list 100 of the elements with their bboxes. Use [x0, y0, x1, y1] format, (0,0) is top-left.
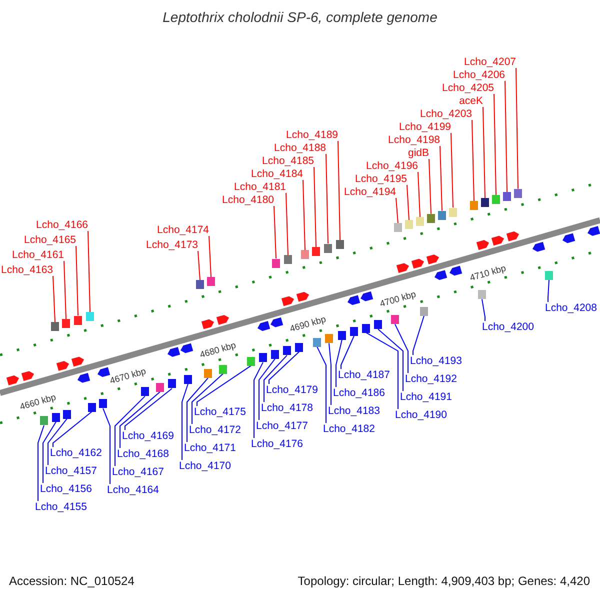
gene-box	[438, 210, 446, 220]
gene-label: Lcho_4165	[24, 234, 76, 246]
gene-box	[374, 320, 382, 330]
leader-line	[366, 332, 398, 410]
gene-label: Lcho_4170	[179, 460, 231, 472]
leader-line	[412, 315, 424, 356]
gene-label: Lcho_4182	[323, 423, 375, 435]
gene-box	[324, 244, 332, 253]
leader-line	[440, 146, 442, 212]
gene-label: Lcho_4172	[189, 424, 241, 436]
gene-label: Lcho_4176	[251, 438, 303, 450]
gene-box	[427, 214, 435, 223]
gene-box	[312, 246, 320, 256]
leader-line	[302, 180, 306, 251]
gene-box	[51, 322, 59, 332]
leader-line	[52, 411, 92, 448]
leader-line	[548, 279, 550, 302]
gene-box	[545, 270, 553, 280]
gene-label: Lcho_4183	[328, 405, 380, 417]
leader-line	[396, 198, 398, 224]
leader-line	[254, 362, 264, 438]
gene-label: Lcho_4181	[234, 181, 286, 193]
gene-box	[336, 240, 344, 250]
title: Leptothrix cholodnii SP-6, complete genome	[162, 9, 438, 25]
gene-label: Lcho_4207	[464, 56, 516, 68]
gene-box	[394, 223, 402, 232]
leader-line	[450, 132, 454, 208]
gene-box	[295, 342, 303, 352]
gene-label: Lcho_4198	[388, 134, 440, 146]
gene-label: Lcho_4203	[420, 108, 472, 120]
gene-box	[52, 412, 60, 422]
gene-label: Lcho_4174	[157, 224, 209, 236]
leader-line	[274, 206, 276, 259]
gene-box	[283, 346, 291, 356]
leader-line	[258, 358, 276, 420]
leader-line	[428, 158, 432, 214]
gene-label: Lcho_4208	[545, 302, 597, 314]
leader-line	[102, 408, 110, 484]
gene-label: Lcho_4200	[482, 321, 534, 333]
leader-line	[328, 342, 332, 406]
gene-label: Lcho_4164	[107, 484, 159, 496]
gene-label: Lcho_4186	[333, 387, 385, 399]
leader-line	[516, 68, 518, 190]
leader-line	[64, 260, 66, 320]
gene-label: Lcho_4187	[338, 369, 390, 381]
gene-label: Lcho_4163	[1, 264, 53, 276]
leader-line	[406, 184, 410, 221]
leader-line	[192, 373, 224, 424]
leader-line	[418, 172, 420, 218]
gene-box	[141, 387, 149, 396]
leader-line	[378, 328, 404, 392]
gene-label: Lcho_4171	[184, 442, 236, 454]
leader-line	[196, 365, 252, 406]
gene-label: Lcho_4194	[344, 186, 396, 198]
gene-box	[470, 201, 478, 210]
gene-label: Lcho_4192	[405, 373, 457, 385]
gene-label: Lcho_4155	[35, 501, 87, 513]
gene-box	[325, 334, 333, 344]
gene-box	[449, 208, 457, 217]
scale-label: 4710 kbp	[468, 262, 507, 282]
gene-label: Lcho_4166	[36, 219, 88, 231]
gene-label: Lcho_4188	[274, 142, 326, 154]
gene-label: Lcho_4168	[117, 448, 169, 460]
gene-label: aceK	[459, 95, 483, 107]
gene-box	[63, 410, 71, 419]
gene-label: Lcho_4199	[399, 121, 451, 133]
gene-box	[86, 312, 94, 322]
gene-box	[301, 250, 309, 260]
leader-line	[494, 94, 496, 196]
gene-box	[271, 350, 279, 359]
gene-box	[204, 369, 212, 378]
leader-line	[38, 424, 44, 502]
gene-box	[391, 315, 399, 324]
gene-label: Lcho_4185	[262, 155, 314, 167]
gene-box	[416, 217, 424, 226]
gene-label: Lcho_4180	[222, 194, 274, 206]
gene-label: Lcho_4179	[266, 384, 318, 396]
gene-label: Lcho_4191	[400, 391, 452, 403]
gene-box	[196, 280, 204, 290]
gene-box	[284, 255, 292, 264]
leader-line	[124, 388, 172, 430]
leader-line	[264, 354, 288, 402]
gene-label: Lcho_4205	[442, 82, 494, 94]
gene-label: Lcho_4169	[122, 430, 174, 442]
leader-line	[198, 250, 200, 281]
gene-box	[313, 338, 321, 347]
gene-box	[259, 353, 267, 362]
leader-line	[316, 346, 326, 424]
gene-label: gidB	[408, 147, 429, 159]
gene-box	[156, 382, 164, 392]
leader-line	[336, 339, 342, 388]
gene-box	[99, 399, 107, 408]
gene-label: Lcho_4206	[453, 69, 505, 81]
leader-line	[482, 106, 486, 199]
scale-label: 4680 kbp	[198, 340, 237, 360]
scale-label: 4690 kbp	[288, 314, 327, 334]
leader-line	[88, 230, 90, 313]
leader-line	[120, 391, 160, 448]
gene-box	[272, 258, 280, 268]
gene-box	[503, 192, 511, 201]
